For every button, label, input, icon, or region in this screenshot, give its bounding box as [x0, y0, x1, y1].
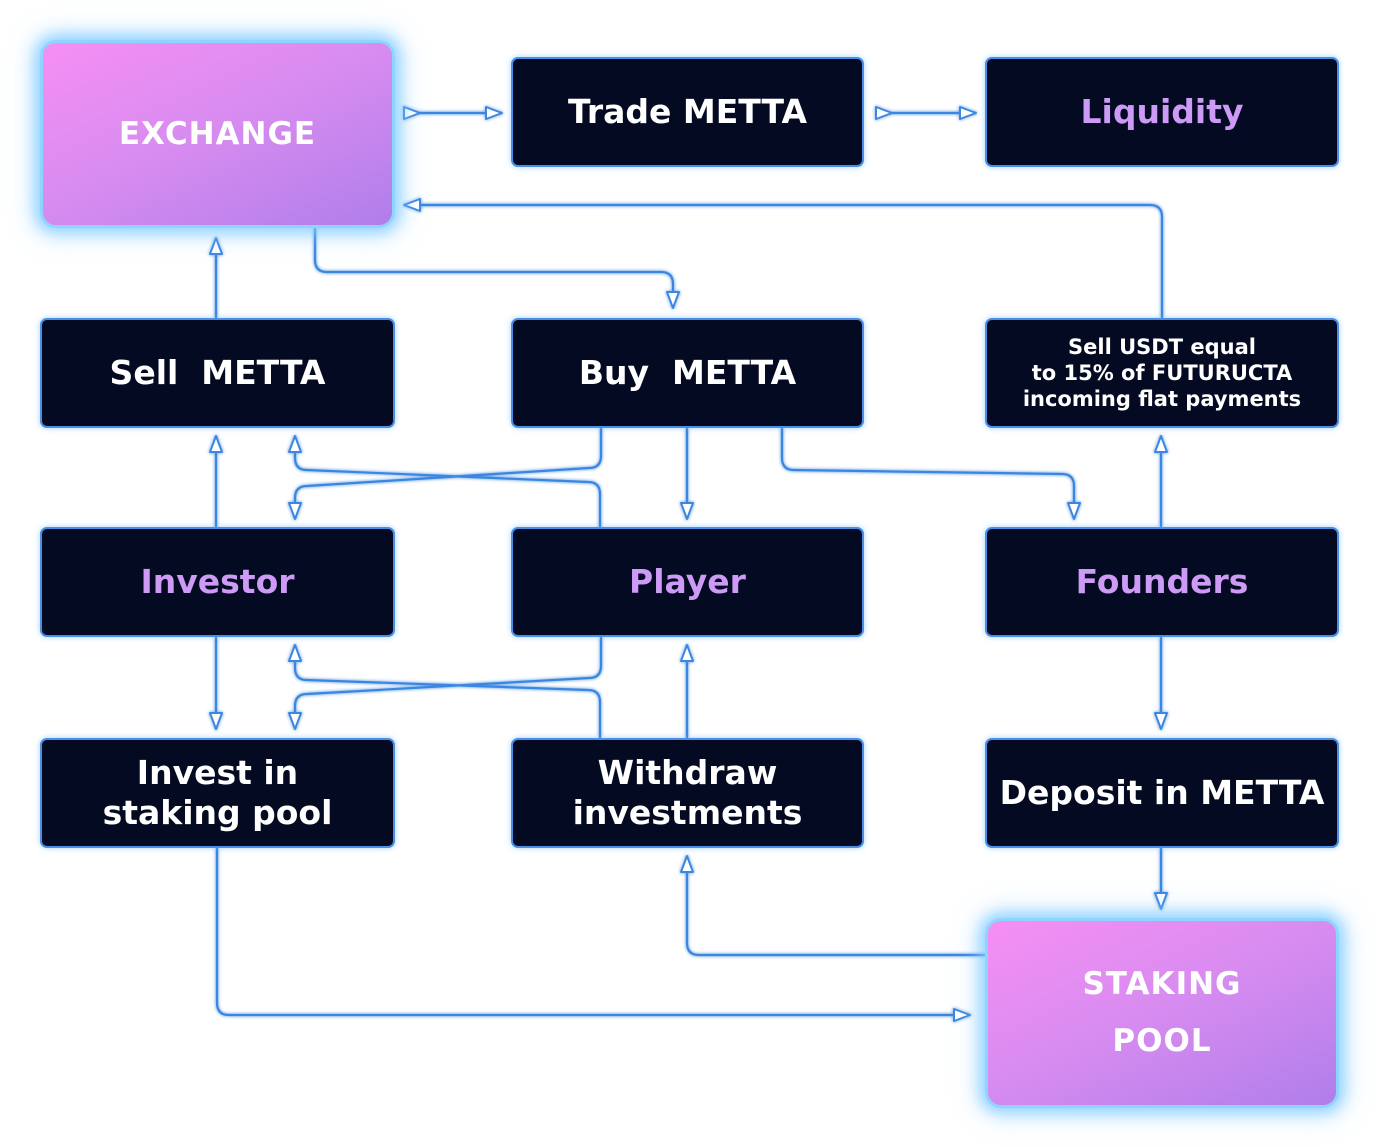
- connector-player-invest: [288, 637, 603, 730]
- invest-staking-label: Invest in staking pool: [102, 753, 333, 832]
- buy-metta-label: Buy METTA: [578, 353, 797, 393]
- connector-invest-staking: [215, 848, 971, 1022]
- exchange-label: EXCHANGE: [118, 116, 317, 152]
- connector-withdraw-investor: [288, 644, 602, 738]
- connector-buy-founders: [780, 428, 1081, 520]
- trade-metta-label: Trade METTA: [567, 92, 808, 132]
- sell-usdt-node: Sell USDT equal to 15% of FUTURUCTA inco…: [985, 318, 1339, 428]
- founders-label: Founders: [1075, 562, 1249, 602]
- withdraw-node: Withdraw investments: [511, 738, 864, 848]
- investor-label: Investor: [140, 562, 295, 602]
- player-node: Player: [511, 527, 864, 637]
- connector-staking-withdraw: [680, 855, 985, 957]
- founders-node: Founders: [985, 527, 1339, 637]
- deposit-label: Deposit in METTA: [999, 773, 1325, 813]
- sell-metta-label: Sell METTA: [109, 353, 326, 393]
- liquidity-node: Liquidity: [985, 57, 1339, 167]
- withdraw-label: Withdraw investments: [572, 753, 803, 832]
- connector-buy-investor: [288, 428, 603, 520]
- sell-metta-node: Sell METTA: [40, 318, 395, 428]
- staking-pool-node: STAKING POOL: [985, 918, 1339, 1108]
- connector-exchange-buy: [313, 228, 680, 309]
- investor-node: Investor: [40, 527, 395, 637]
- player-label: Player: [629, 562, 746, 602]
- liquidity-label: Liquidity: [1080, 92, 1244, 132]
- buy-metta-node: Buy METTA: [511, 318, 864, 428]
- connector-usdt-exchange: [403, 198, 1164, 318]
- invest-staking-node: Invest in staking pool: [40, 738, 395, 848]
- sell-usdt-label: Sell USDT equal to 15% of FUTURUCTA inco…: [1022, 334, 1302, 412]
- exchange-node: EXCHANGE: [40, 40, 395, 228]
- trade-metta-node: Trade METTA: [511, 57, 864, 167]
- deposit-node: Deposit in METTA: [985, 738, 1339, 848]
- staking-pool-label: STAKING POOL: [1082, 965, 1242, 1059]
- connector-player-sell: [288, 435, 602, 527]
